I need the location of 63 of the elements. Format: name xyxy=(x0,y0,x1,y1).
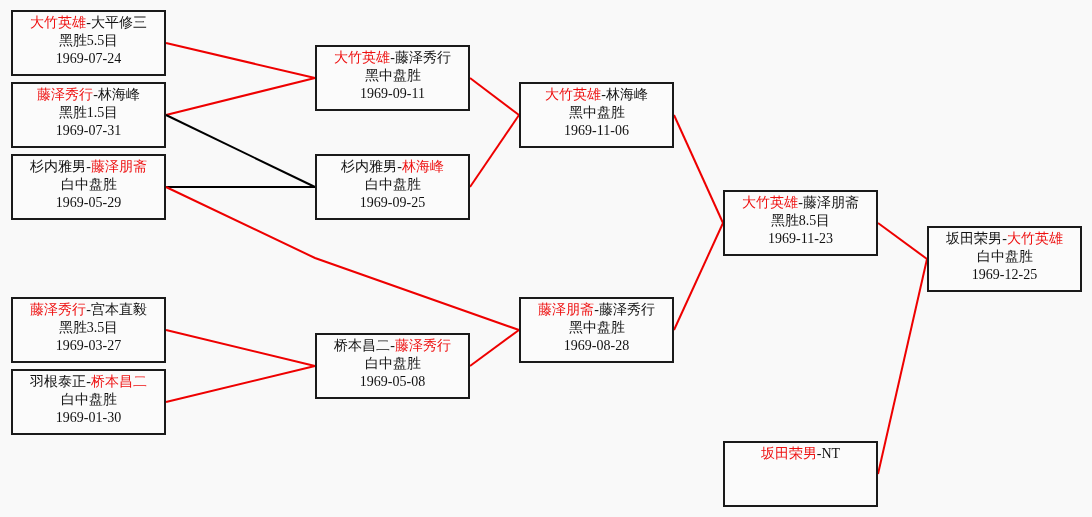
match-box xyxy=(11,10,166,76)
match-box xyxy=(927,226,1082,292)
bracket-line xyxy=(469,329,520,367)
match-box xyxy=(315,45,470,111)
bracket-line xyxy=(165,329,316,367)
player-pairing: 桥本昌二-藤泽秀行 xyxy=(334,337,451,355)
match-box xyxy=(723,441,878,507)
game-date: 1969-08-28 xyxy=(563,337,630,355)
game-result: 黑胜5.5目 xyxy=(58,32,119,50)
match-box xyxy=(11,297,166,363)
bracket-line xyxy=(469,77,520,116)
game-result: 白中盘胜 xyxy=(60,391,117,409)
player-pairing: 大竹英雄-藤泽秀行 xyxy=(334,49,451,67)
game-date: 1969-07-31 xyxy=(55,122,122,140)
bracket-line xyxy=(165,186,520,331)
bracket-line xyxy=(165,42,316,79)
player-pairing: 大竹英雄-藤泽朋斋 xyxy=(742,194,859,212)
match-box xyxy=(11,369,166,435)
game-date: 1969-12-25 xyxy=(971,266,1038,284)
game-date: 1969-05-29 xyxy=(55,194,122,212)
game-result: 白中盘胜 xyxy=(364,176,421,194)
bracket-line xyxy=(469,114,520,188)
game-date: 1969-11-23 xyxy=(768,230,833,248)
game-result: 黑胜1.5目 xyxy=(58,104,119,122)
bracket-line xyxy=(165,114,316,188)
game-date: 1969-11-06 xyxy=(564,122,629,140)
game-result: 白中盘胜 xyxy=(976,248,1033,266)
game-result: 黑胜8.5目 xyxy=(770,212,831,230)
bracket-line xyxy=(165,77,316,116)
game-result: 黑中盘胜 xyxy=(568,104,625,122)
match-box xyxy=(519,82,674,148)
game-date: 1969-03-27 xyxy=(55,337,122,355)
match-box xyxy=(11,82,166,148)
game-date: 1969-09-11 xyxy=(360,85,425,103)
game-date: 1969-09-25 xyxy=(359,194,426,212)
bracket-line xyxy=(673,114,724,224)
game-date: 1969-01-30 xyxy=(55,409,122,427)
match-box xyxy=(723,190,878,256)
match-box xyxy=(519,297,674,363)
match-box xyxy=(11,154,166,220)
game-result: 黑中盘胜 xyxy=(568,319,625,337)
player-pairing: 羽根泰正-桥本昌二 xyxy=(30,373,147,391)
player-pairing: 大竹英雄-大平修三 xyxy=(30,14,147,32)
match-box xyxy=(315,333,470,399)
game-result: 黑胜3.5目 xyxy=(58,319,119,337)
player-pairing: 坂田荣男-大竹英雄 xyxy=(946,230,1063,248)
player-pairing: 大竹英雄-林海峰 xyxy=(545,86,648,104)
game-result: 白中盘胜 xyxy=(60,176,117,194)
player-pairing: 杉内雅男-林海峰 xyxy=(341,158,444,176)
game-date: 1969-05-08 xyxy=(359,373,426,391)
bracket-line xyxy=(877,222,928,260)
bracket-line xyxy=(165,365,316,403)
player-pairing: 坂田荣男-NT xyxy=(760,445,841,463)
player-pairing: 藤泽秀行-林海峰 xyxy=(37,86,140,104)
bracket-line xyxy=(673,222,724,331)
player-pairing: 藤泽朋斋-藤泽秀行 xyxy=(538,301,655,319)
game-result: 白中盘胜 xyxy=(364,355,421,373)
player-pairing: 藤泽秀行-宫本直毅 xyxy=(30,301,147,319)
game-result: 黑中盘胜 xyxy=(364,67,421,85)
match-box xyxy=(315,154,470,220)
bracket-line xyxy=(165,186,316,188)
player-pairing: 杉内雅男-藤泽朋斋 xyxy=(30,158,147,176)
game-date: 1969-07-24 xyxy=(55,50,122,68)
